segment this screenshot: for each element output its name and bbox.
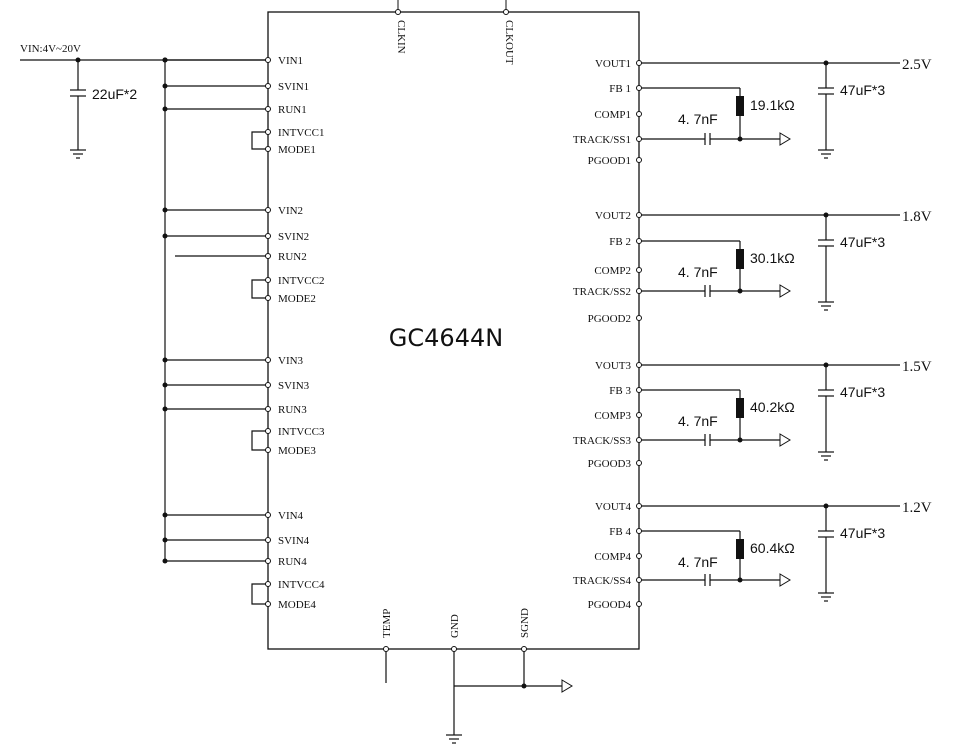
feedback-resistor [736,249,744,269]
pin-pgood4: PGOOD4 [588,599,632,611]
pin-comp1: COMP1 [594,109,631,121]
ground-symbol-icon [818,301,834,311]
signal-ground-triangle-icon [779,573,791,587]
pin-vout1: VOUT1 [595,58,631,70]
output-cap-label: 47uF*3 [840,234,885,250]
pin-pgood3: PGOOD3 [588,458,632,470]
top-pins: CLKIN CLKOUT [395,0,515,65]
pin-pgood2: PGOOD2 [588,313,631,325]
pin-track-ss2: TRACK/SS2 [573,286,631,298]
output-voltage-label: 1.8V [902,209,932,225]
pin-svin2: SVIN2 [278,231,309,243]
intvcc-mode-link [251,131,266,150]
ic-name: GC4644N [389,324,503,352]
pin-mode1: MODE1 [278,144,316,156]
pin-run4: RUN4 [278,556,307,568]
bottom-pins: TEMP GND SGND [381,608,573,744]
pin-clkin: CLKIN [395,20,407,54]
signal-ground-triangle-icon [779,132,791,146]
pin-track-ss3: TRACK/SS3 [573,435,632,447]
pin-fb-2: FB 2 [609,236,631,248]
pin-intvcc2: INTVCC2 [278,275,324,287]
pin-fb-4: FB 4 [609,526,631,538]
pin-mode2: MODE2 [278,293,316,305]
feedback-resistor [736,96,744,116]
pin-svin4: SVIN4 [278,535,310,547]
output-cap-label: 47uF*3 [840,82,885,98]
intvcc-mode-link [251,430,266,451]
ground-symbol-icon [818,149,834,159]
feedback-resistor-label: 30.1kΩ [750,250,795,266]
pin-run2: RUN2 [278,251,307,263]
pin-intvcc4: INTVCC4 [278,579,325,591]
pin-run3: RUN3 [278,404,307,416]
pin-svin1: SVIN1 [278,81,309,93]
pin-fb-3: FB 3 [609,385,631,397]
pin-comp3: COMP3 [594,410,631,422]
feedback-resistor [736,539,744,559]
ground-symbol-icon [446,734,462,744]
pin-vout4: VOUT4 [595,501,632,513]
pin-track-ss1: TRACK/SS1 [573,134,631,146]
pin-comp2: COMP2 [594,265,631,277]
input-section: VIN:4V~20V 22uF*2 [20,43,268,563]
soft-start-cap-label: 4. 7nF [678,264,718,280]
ground-symbol-icon [818,451,834,461]
pin-pgood1: PGOOD1 [588,155,631,167]
feedback-resistor-label: 40.2kΩ [750,399,795,415]
pin-track-ss4: TRACK/SS4 [573,575,632,587]
output-cap-label: 47uF*3 [840,525,885,541]
signal-ground-triangle-icon [779,433,791,447]
pin-vout3: VOUT3 [595,360,632,372]
intvcc-mode-link [251,279,266,299]
ground-symbol-icon [818,592,834,602]
soft-start-cap-label: 4. 7nF [678,111,718,127]
soft-start-cap-label: 4. 7nF [678,554,718,570]
pin-mode3: MODE3 [278,445,316,457]
vin-label: VIN:4V~20V [20,43,81,55]
pin-svin3: SVIN3 [278,380,310,392]
pin-comp4: COMP4 [594,551,631,563]
input-cap-label: 22uF*2 [92,86,137,102]
feedback-resistor [736,398,744,418]
feedback-resistor-label: 60.4kΩ [750,540,795,556]
pin-vin1: VIN1 [278,55,303,67]
ic-body [267,11,640,650]
output-cap-label: 47uF*3 [840,384,885,400]
pin-run1: RUN1 [278,104,307,116]
pin-sgnd: SGND [519,608,531,638]
pin-vin2: VIN2 [278,205,303,217]
signal-ground-triangle-icon [561,679,573,693]
pin-intvcc1: INTVCC1 [278,127,324,139]
pin-mode4: MODE4 [278,599,316,611]
pin-vin4: VIN4 [278,510,304,522]
pin-vout2: VOUT2 [595,210,631,222]
pin-clkout: CLKOUT [503,20,515,65]
pin-gnd: GND [449,614,461,638]
signal-ground-triangle-icon [779,284,791,298]
soft-start-cap-label: 4. 7nF [678,413,718,429]
pin-fb-1: FB 1 [609,83,631,95]
pin-vin3: VIN3 [278,355,304,367]
output-voltage-label: 2.5V [902,57,932,73]
pin-temp: TEMP [381,609,393,638]
feedback-resistor-label: 19.1kΩ [750,97,795,113]
ground-symbol-icon [70,149,86,159]
output-voltage-label: 1.2V [902,500,932,516]
pin-intvcc3: INTVCC3 [278,426,325,438]
intvcc-mode-link [251,583,266,605]
left-side-pins: VIN1SVIN1RUN1INTVCC1MODE1VIN2SVIN2RUN2IN… [162,55,325,611]
output-voltage-label: 1.5V [902,359,932,375]
